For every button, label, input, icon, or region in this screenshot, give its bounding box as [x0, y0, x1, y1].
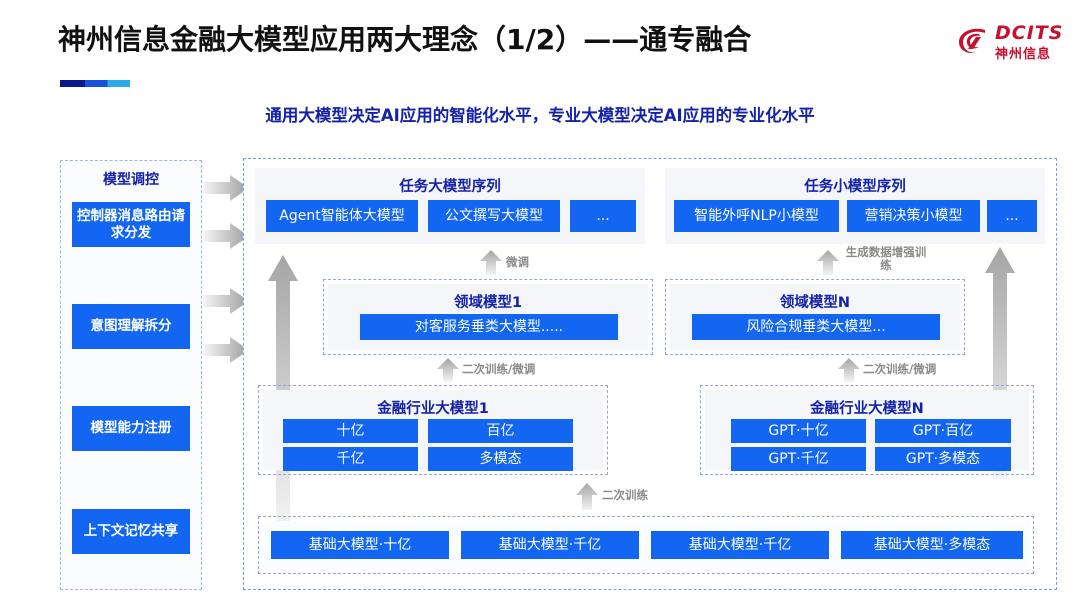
- logo-swirl-icon: [959, 28, 985, 53]
- base-model-item-qianyi-1[interactable]: 基础大模型·千亿: [461, 531, 639, 559]
- connector-arrow-right-3: [203, 288, 249, 314]
- domain-model-n-wrapper: 领域模型N 风险合规垂类大模型...: [665, 279, 965, 355]
- domain-model-n-item[interactable]: 风险合规垂类大模型...: [692, 314, 940, 340]
- flow-label-retrain-bottom: 二次训练: [602, 488, 648, 502]
- control-item-intent[interactable]: 意图理解拆分: [72, 304, 190, 349]
- industry-n-item-gpt-baiyi[interactable]: GPT·百亿: [875, 419, 1011, 443]
- title-underline: [60, 80, 130, 87]
- industry-model-1-wrapper: 金融行业大模型1 十亿 百亿 千亿 多模态: [258, 385, 608, 475]
- task-small-item-marketing-decision[interactable]: 营销决策小模型: [847, 200, 980, 232]
- domain-model-1-item[interactable]: 对客服务垂类大模型.....: [360, 314, 618, 340]
- flow-arrow-up-gendata-right: [817, 250, 839, 275]
- domain-model-1-section: 领域模型1 对客服务垂类大模型.....: [328, 284, 648, 350]
- industry-n-item-gpt-qianyi[interactable]: GPT·千亿: [731, 447, 866, 471]
- industry-n-item-gpt-shiyi[interactable]: GPT·十亿: [731, 419, 866, 443]
- flow-label-finetune: 微调: [506, 255, 529, 269]
- industry-model-n-wrapper: 金融行业大模型N GPT·十亿 GPT·百亿 GPT·千亿 GPT·多模态: [700, 385, 1034, 475]
- page-subtitle: 通用大模型决定AI应用的智能化水平，专业大模型决定AI应用的专业化水平: [265, 106, 815, 125]
- flow-label-retrain-finetune-right: 二次训练/微调: [863, 362, 937, 376]
- flow-label-retrain-finetune-left: 二次训练/微调: [462, 362, 536, 376]
- task-small-model-title: 任务小模型序列: [804, 179, 906, 195]
- task-big-model-title: 任务大模型序列: [399, 179, 501, 195]
- industry-1-item-baiyi[interactable]: 百亿: [428, 419, 573, 443]
- industry-model-1-title: 金融行业大模型1: [377, 401, 489, 417]
- flow-label-gen-data-aug: 生成数据增强训练: [845, 245, 927, 273]
- industry-1-item-qianyi[interactable]: 千亿: [283, 447, 418, 471]
- domain-model-n-section: 领域模型N 风险合规垂类大模型...: [670, 284, 960, 350]
- flow-arrow-up-retrain-bottom: [576, 483, 598, 510]
- industry-1-item-multimodal[interactable]: 多模态: [428, 447, 573, 471]
- base-models-wrapper: 基础大模型·十亿 基础大模型·千亿 基础大模型·千亿 基础大模型·多模态: [258, 516, 1034, 574]
- flow-arrow-up-retrain-right: [838, 358, 860, 382]
- page-title: 神州信息金融大模型应用两大理念（1/2）——通专融合: [58, 23, 752, 56]
- task-small-model-section: 任务小模型序列 智能外呼NLP小模型 营销决策小模型 ...: [665, 168, 1045, 244]
- industry-n-item-gpt-multimodal[interactable]: GPT·多模态: [875, 447, 1011, 471]
- connector-arrow-right-2: [203, 223, 249, 249]
- logo-text-en: DCITS: [995, 22, 1064, 44]
- control-panel: 模型调控 控制器消息路由请求分发 意图理解拆分 模型能力注册 上下文记忆共享: [60, 160, 202, 590]
- control-item-router[interactable]: 控制器消息路由请求分发: [72, 202, 190, 247]
- task-big-item-doc-writing[interactable]: 公文撰写大模型: [428, 200, 560, 232]
- industry-model-n-title: 金融行业大模型N: [810, 401, 924, 417]
- flow-arrow-up-right-main: [985, 247, 1015, 479]
- control-item-context-memory[interactable]: 上下文记忆共享: [72, 509, 190, 554]
- industry-1-item-shiyi[interactable]: 十亿: [283, 419, 418, 443]
- connector-arrow-right-4: [203, 337, 249, 363]
- flow-arrow-up-retrain-left: [437, 358, 459, 382]
- flow-arrow-up-finetune-left: [480, 250, 502, 275]
- task-big-model-section: 任务大模型序列 Agent智能体大模型 公文撰写大模型 ...: [255, 168, 645, 244]
- task-small-item-nlp-outbound[interactable]: 智能外呼NLP小模型: [674, 200, 839, 232]
- base-model-item-shiyi[interactable]: 基础大模型·十亿: [271, 531, 449, 559]
- base-models-section: 基础大模型·十亿 基础大模型·千亿 基础大模型·千亿 基础大模型·多模态: [263, 521, 1029, 569]
- domain-model-1-wrapper: 领域模型1 对客服务垂类大模型.....: [323, 279, 653, 355]
- control-item-capability-register[interactable]: 模型能力注册: [72, 406, 190, 451]
- domain-model-1-title: 领域模型1: [453, 295, 523, 311]
- base-model-item-qianyi-2[interactable]: 基础大模型·千亿: [651, 531, 829, 559]
- base-model-item-multimodal[interactable]: 基础大模型·多模态: [841, 531, 1023, 559]
- connector-arrow-right-1: [203, 175, 249, 201]
- logo-text-cn: 神州信息: [995, 47, 1052, 62]
- domain-model-n-title: 领域模型N: [779, 295, 851, 311]
- brand-logo: DCITS 神州信息: [955, 20, 1073, 70]
- task-small-item-more[interactable]: ...: [987, 200, 1037, 232]
- industry-model-n-section: 金融行业大模型N GPT·十亿 GPT·百亿 GPT·千亿 GPT·多模态: [705, 390, 1029, 471]
- task-big-item-agent[interactable]: Agent智能体大模型: [266, 200, 418, 232]
- control-panel-title: 模型调控: [103, 172, 159, 188]
- industry-model-1-section: 金融行业大模型1 十亿 百亿 千亿 多模态: [263, 390, 603, 471]
- task-big-item-more[interactable]: ...: [570, 200, 636, 232]
